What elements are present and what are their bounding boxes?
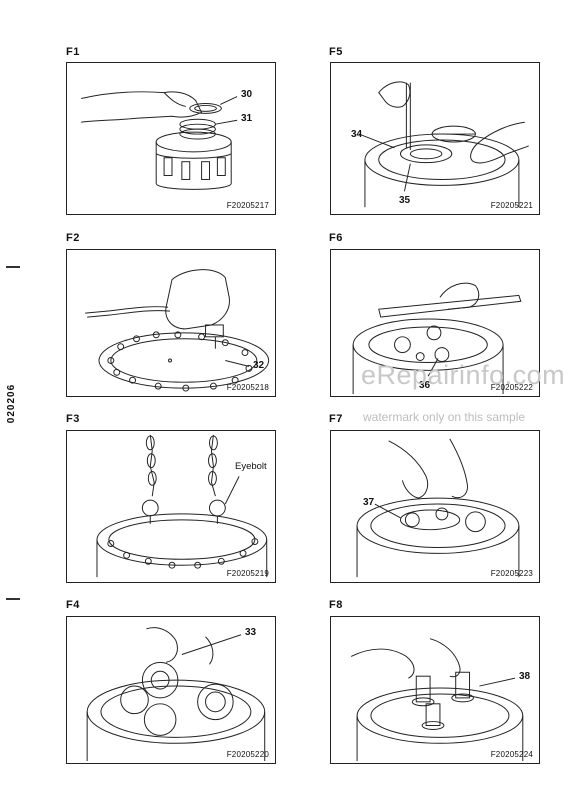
margin-mark [6, 266, 20, 268]
f6-illustration [352, 282, 522, 395]
figure-label-f3: F3 [66, 413, 80, 425]
side-page-code: 020206 [6, 383, 18, 424]
figure-code-f1: F20205217 [226, 201, 269, 210]
callout-31: 31 [241, 113, 253, 124]
f5-illustration [358, 81, 529, 208]
callout-32: 32 [253, 360, 265, 371]
figure-code-f6: F20205222 [490, 383, 533, 392]
callout-36: 36 [419, 380, 431, 391]
watermark-brand: eRepairinfo.com [361, 360, 566, 390]
figure-code-f8: F20205224 [490, 750, 533, 759]
figure-label-f8: F8 [329, 599, 343, 611]
callout-33: 33 [245, 627, 257, 638]
figure-label-f1: F1 [66, 46, 80, 58]
f1-illustration [81, 91, 238, 190]
figure-label-f6: F6 [329, 232, 343, 244]
figure-f3: Eyebolt F20205219 [66, 430, 276, 583]
f8-illustration [350, 638, 524, 762]
figure-code-f3: F20205219 [226, 569, 269, 578]
margin-mark [6, 598, 20, 600]
figure-code-f5: F20205221 [490, 201, 533, 210]
callout-37: 37 [363, 497, 375, 508]
figure-f2: 32 F20205218 [66, 249, 276, 397]
figure-f1: 30 31 F20205217 [66, 62, 276, 215]
callout-35: 35 [399, 195, 411, 206]
watermark-note: watermark only on this sample [363, 410, 526, 424]
callout-30: 30 [241, 89, 253, 100]
f4-illustration [86, 627, 266, 762]
callout-34: 34 [351, 129, 363, 140]
f2-illustration [85, 269, 270, 392]
figure-label-f4: F4 [66, 599, 80, 611]
figure-code-f2: F20205218 [226, 383, 269, 392]
figure-f7: 37 F20205223 [330, 430, 540, 583]
figure-f6: 36 F20205222 [330, 249, 540, 397]
figure-f4: 33 F20205220 [66, 616, 276, 764]
figure-label-f2: F2 [66, 232, 80, 244]
figure-f8: 38 F20205224 [330, 616, 540, 764]
figure-code-f4: F20205220 [226, 750, 269, 759]
figure-label-f5: F5 [329, 46, 343, 58]
f3-illustration [96, 434, 268, 578]
figure-code-f7: F20205223 [490, 569, 533, 578]
callout-eyebolt: Eyebolt [235, 461, 267, 472]
f7-illustration [356, 438, 520, 578]
figure-f5: 34 35 F20205221 [330, 62, 540, 215]
callout-38: 38 [519, 671, 531, 682]
figure-label-f7: F7 [329, 413, 343, 425]
